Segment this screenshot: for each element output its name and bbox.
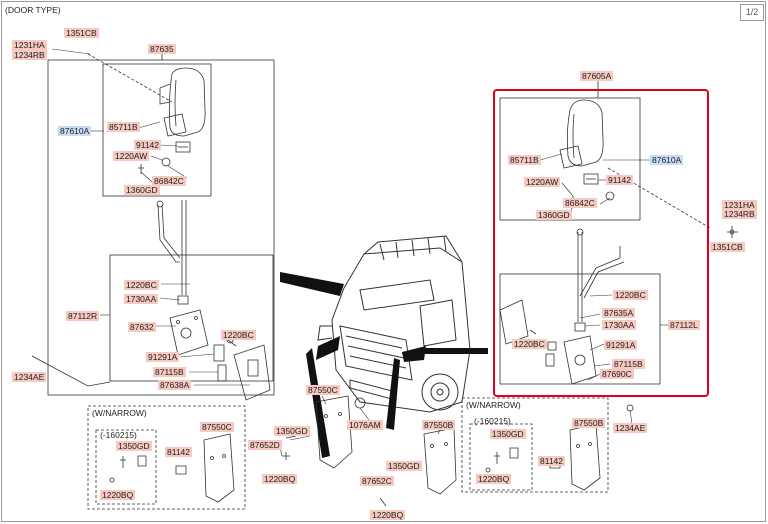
narrow-sub: (-160215)	[100, 430, 137, 440]
mudflap-left	[315, 395, 353, 469]
part-label[interactable]: 87115B	[612, 359, 645, 369]
part-label[interactable]: 85711B	[508, 155, 541, 165]
part-label[interactable]: 1234AE	[12, 372, 47, 382]
part-label[interactable]: 1231HA	[12, 40, 47, 50]
part-label[interactable]: 1234RB	[722, 209, 757, 219]
part-label[interactable]: 86842C	[563, 198, 597, 208]
part-label[interactable]: 86842C	[152, 176, 186, 186]
left-mirror-arm	[156, 200, 189, 305]
part-label[interactable]: 81142	[538, 456, 566, 466]
narrow-right-flap	[569, 423, 601, 491]
part-label[interactable]: 1730AA	[124, 294, 159, 304]
mudflap-right	[423, 427, 457, 495]
part-label[interactable]: 87112L	[668, 320, 700, 330]
part-label[interactable]: 1220AW	[524, 177, 561, 187]
narrow-right-box	[461, 397, 609, 493]
part-label[interactable]: 87610A	[58, 126, 92, 136]
part-label[interactable]: 1234AE	[613, 423, 648, 433]
part-label[interactable]: 1351CB	[64, 28, 99, 38]
left-mirror-head	[159, 67, 206, 137]
right-mirror-arm	[574, 228, 625, 332]
diagram-title: (DOOR TYPE)	[5, 5, 61, 15]
page-indicator[interactable]: 1/2	[740, 4, 764, 21]
part-label[interactable]: 1350GD	[274, 426, 310, 436]
right-mirror-head	[559, 99, 604, 169]
part-label[interactable]: 1220BQ	[262, 474, 298, 484]
part-label[interactable]: 87638A	[158, 380, 192, 390]
part-label[interactable]: 1076AM	[347, 420, 383, 430]
callout-arrows	[280, 272, 488, 458]
part-label[interactable]: 91142	[134, 140, 162, 150]
part-label[interactable]: 91142	[606, 175, 634, 185]
left-bracket-subbox	[109, 254, 274, 382]
narrow-heading: (W/NARROW)	[466, 400, 521, 410]
part-label[interactable]: 1220BQ	[370, 510, 406, 520]
part-label[interactable]: 1220BC	[512, 339, 547, 349]
part-label[interactable]: 1360GD	[536, 210, 572, 220]
part-label[interactable]: 1231HA	[722, 200, 757, 210]
part-label[interactable]: 87635A	[602, 308, 636, 318]
part-label[interactable]: 1220BQ	[476, 474, 512, 484]
part-label[interactable]: 1350GD	[490, 429, 526, 439]
part-label[interactable]: 87610A	[650, 155, 684, 165]
part-label[interactable]: 81142	[165, 447, 193, 457]
right-highlight-box	[493, 89, 709, 397]
part-label[interactable]: 87550C	[306, 385, 340, 395]
part-label[interactable]: 1350GD	[116, 441, 152, 451]
part-label[interactable]: 87550C	[200, 422, 234, 432]
part-label[interactable]: 87652D	[248, 440, 282, 450]
part-label[interactable]: 87115B	[153, 367, 186, 377]
right-mirror-clip	[583, 173, 599, 185]
left-mirror-subbox	[102, 63, 212, 197]
narrow-right-subbox	[469, 423, 533, 491]
part-label[interactable]: 1220BC	[221, 330, 256, 340]
narrow-left-subbox	[95, 429, 157, 505]
part-label[interactable]: 87652C	[360, 476, 394, 486]
narrow-left-flap	[203, 433, 235, 503]
part-label[interactable]: 87550B	[572, 418, 606, 428]
left-assembly-box	[47, 59, 275, 396]
narrow-heading: (W/NARROW)	[92, 408, 147, 418]
part-label[interactable]: 1351CB	[710, 242, 745, 252]
left-mirror-clip	[175, 141, 191, 153]
part-label[interactable]: 87550B	[422, 420, 456, 430]
part-label[interactable]: 91291A	[604, 340, 638, 350]
right-bracket-subbox	[499, 273, 661, 385]
part-label[interactable]: 1220BC	[613, 290, 648, 300]
assembly-label[interactable]: 87605A	[580, 71, 614, 81]
part-label[interactable]: 1220BQ	[100, 490, 136, 500]
part-label[interactable]: 1220AW	[113, 151, 150, 161]
part-label[interactable]: 91291A	[146, 352, 180, 362]
left-clip-ring	[161, 157, 171, 167]
part-label[interactable]: 1360GD	[124, 185, 160, 195]
part-label[interactable]: 87112R	[66, 311, 100, 321]
part-label[interactable]: 85711B	[107, 122, 140, 132]
part-label[interactable]: 1234RB	[12, 50, 47, 60]
assembly-label[interactable]: 87635	[148, 44, 176, 54]
part-label[interactable]: 1730AA	[602, 320, 637, 330]
part-label[interactable]: 87690C	[600, 369, 634, 379]
part-label[interactable]: 87632	[128, 322, 156, 332]
part-label[interactable]: 1220BC	[124, 280, 159, 290]
part-label[interactable]: 1350GD	[386, 461, 422, 471]
narrow-sub: (-160215)	[474, 416, 511, 426]
right-mirror-subbox	[499, 97, 641, 221]
